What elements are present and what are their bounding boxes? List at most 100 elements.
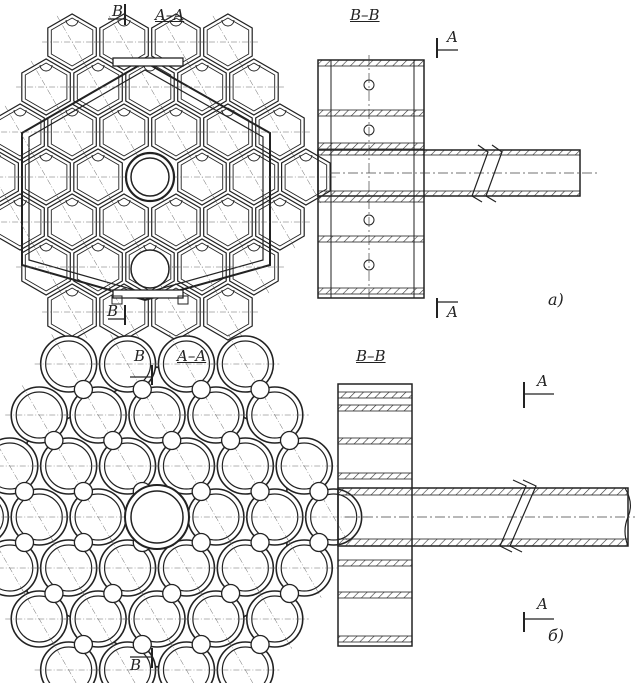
- axis-line: [212, 285, 244, 339]
- cell-notch: [195, 154, 209, 162]
- cell-notch: [143, 64, 157, 72]
- hex-cell: [0, 151, 19, 203]
- axis-line: [134, 60, 166, 114]
- junction-tube: [103, 583, 123, 604]
- axis-line: [160, 195, 192, 249]
- junction-tube: [132, 379, 152, 400]
- hex-cell-inner: [180, 62, 224, 112]
- axis-line: [139, 589, 175, 649]
- junction-tube: [250, 532, 270, 553]
- junction-tube: [191, 481, 211, 502]
- cell-notch: [91, 64, 105, 72]
- hex-cell-inner: [76, 152, 120, 202]
- hex-cell-inner: [284, 152, 328, 202]
- hex-cell: [73, 238, 123, 296]
- top-marker-a-upper: A: [447, 28, 458, 46]
- junction-tube: [162, 430, 182, 451]
- cell-notch: [117, 199, 131, 207]
- hatched-plate: [337, 559, 413, 567]
- axis-line: [228, 640, 254, 683]
- hex-cell: [47, 103, 97, 161]
- hex-cell-inner: [0, 197, 42, 247]
- hatched-plate: [317, 235, 425, 243]
- hex-cell-inner: [76, 62, 120, 112]
- junction-tube: [191, 379, 211, 400]
- cell-notch: [221, 109, 235, 117]
- cell-notch: [65, 109, 79, 117]
- junction-tube: [73, 379, 94, 400]
- hex-cell: [99, 193, 149, 251]
- hex-cell: [177, 58, 227, 116]
- axis-line: [212, 105, 244, 159]
- cell-notch: [195, 64, 209, 72]
- hex-cell-inner: [24, 152, 68, 202]
- junction-tube: [191, 634, 211, 655]
- hex-cell-inner: [76, 242, 120, 292]
- junction-tube: [73, 634, 94, 655]
- axis-line: [186, 150, 218, 204]
- axis-line: [257, 589, 292, 649]
- axis-line: [22, 589, 57, 649]
- hex-cell: [203, 103, 253, 161]
- hex-cell-inner: [206, 17, 250, 67]
- junction-tube: [309, 481, 329, 502]
- axis-line: [212, 15, 244, 69]
- hatched-plate: [337, 635, 413, 643]
- hex-cell-inner: [258, 197, 302, 247]
- axis-line: [110, 640, 136, 683]
- hex-cell-inner: [0, 107, 42, 157]
- junction-tube: [44, 430, 64, 451]
- axis-line: [238, 150, 270, 204]
- top-caption: а): [548, 290, 564, 309]
- junction-tube: [250, 379, 270, 400]
- hex-cell: [73, 58, 123, 116]
- hatched-plate: [337, 437, 413, 445]
- hex-cell: [151, 193, 201, 251]
- hex-cell-inner: [232, 242, 276, 292]
- junction-tube: [73, 481, 94, 502]
- hex-cell-inner: [128, 62, 172, 112]
- hatched-plate: [317, 142, 425, 150]
- hex-cell: [281, 148, 331, 206]
- axis-line: [110, 538, 145, 598]
- axis-line: [212, 195, 244, 249]
- hex-cell-inner: [50, 107, 94, 157]
- axis-line: [56, 105, 88, 159]
- hex-cell-inner: [206, 107, 250, 157]
- top-section-bb-label: B–B: [350, 6, 380, 24]
- top-marker-b-lower: B: [107, 302, 119, 320]
- hex-cell-inner: [50, 197, 94, 247]
- cell-notch: [117, 109, 131, 117]
- axis-line: [82, 60, 114, 114]
- cell-notch: [91, 154, 105, 162]
- hex-cell: [203, 193, 253, 251]
- hex-cell: [21, 238, 71, 296]
- top-marker-b-upper: B: [112, 2, 124, 20]
- axis-line: [160, 15, 192, 69]
- cell-notch: [117, 19, 131, 27]
- cell-notch: [39, 64, 53, 72]
- hex-cell-inner: [232, 152, 276, 202]
- axis-line: [82, 150, 114, 204]
- hex-cell-inner: [24, 242, 68, 292]
- axis-line: [51, 538, 86, 598]
- axis-line: [198, 589, 234, 649]
- hex-cell-inner: [50, 17, 94, 67]
- hex-cell: [0, 193, 45, 251]
- hex-cell-inner: [0, 155, 16, 199]
- hex-cell: [21, 58, 71, 116]
- junction-tube: [279, 430, 300, 451]
- junction-tube: [220, 583, 241, 604]
- cell-notch: [273, 199, 287, 207]
- junction-tube: [309, 532, 329, 553]
- junction-tube: [191, 532, 211, 553]
- hex-cell: [151, 13, 201, 71]
- hex-cell: [0, 103, 45, 161]
- junction-tube: [73, 532, 94, 553]
- junction-tube: [162, 583, 182, 604]
- axis-line: [56, 15, 88, 69]
- hatched-plate: [317, 109, 425, 117]
- axis-line: [169, 538, 204, 598]
- hex-cell-inner: [24, 62, 68, 112]
